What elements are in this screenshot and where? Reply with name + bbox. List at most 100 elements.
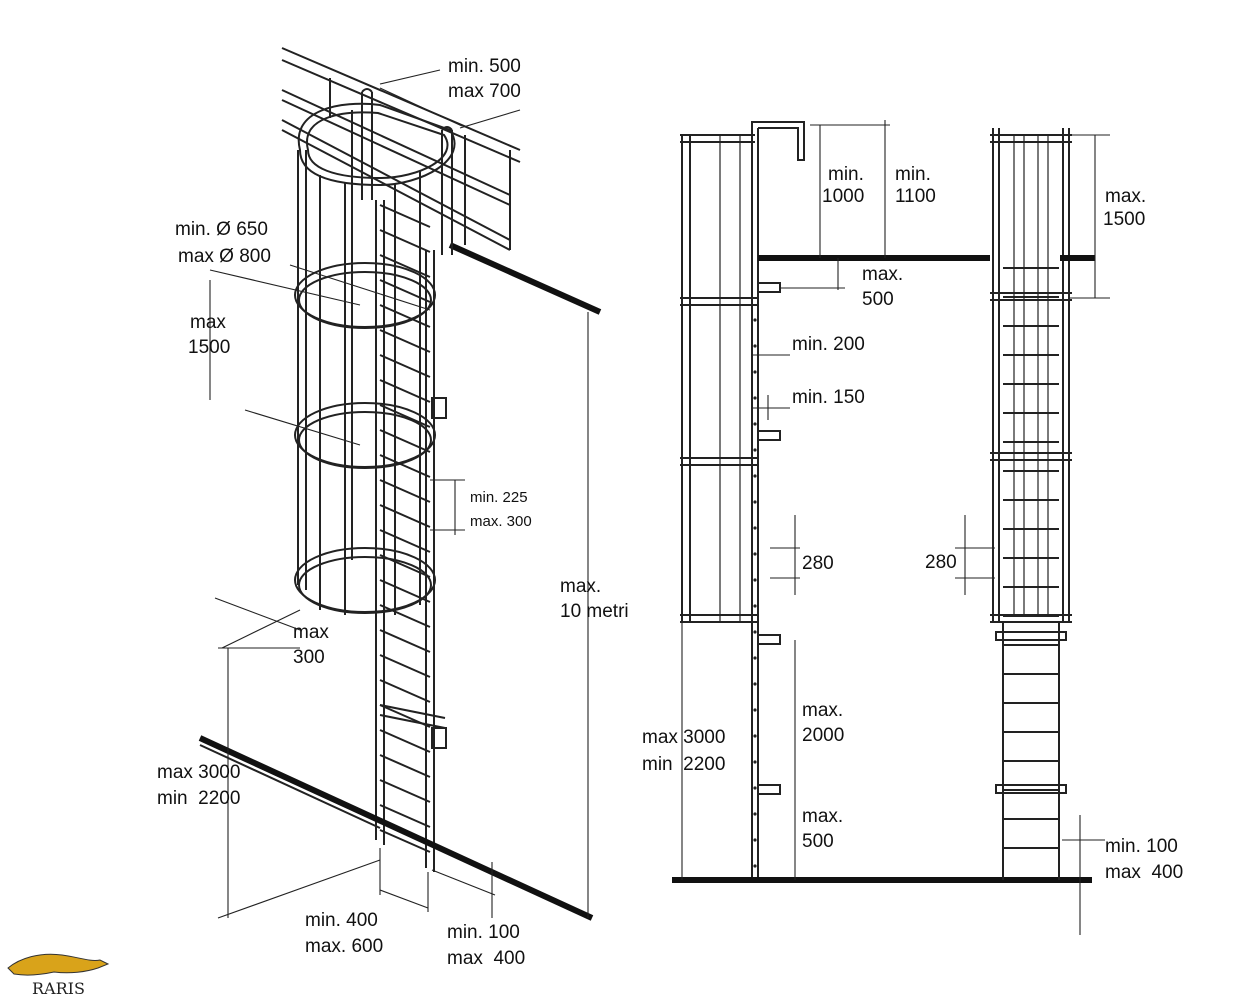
label-wall-distance-max: max 400 <box>447 948 525 969</box>
wall-brackets <box>379 397 447 749</box>
rung-dot <box>753 630 757 634</box>
front-dimensions <box>955 134 1110 935</box>
label-hoop-spacing-2: 1500 <box>188 337 230 358</box>
label-top-width-min: min. 500 <box>448 56 521 77</box>
side-view: min. 1000 min. 1100 max. 500 min. 200 mi… <box>642 120 1092 883</box>
label-diameter-max: max Ø 800 <box>178 246 271 267</box>
label-extension-min-1: min. <box>828 164 864 185</box>
label-bracket-spacing-1: max. <box>802 700 843 721</box>
side-cage <box>680 134 758 623</box>
ladder-rung <box>379 379 431 403</box>
ladder-rung <box>379 479 431 503</box>
cage-hoops <box>294 102 456 614</box>
rung-dot <box>753 552 757 556</box>
rung-dot <box>753 838 757 842</box>
front-view: max. 1500 280 min. 100 max 400 <box>925 128 1183 935</box>
ladder-rungs <box>379 204 431 853</box>
ladder-rung <box>379 229 431 253</box>
isometric-view: min. 500 max 700 min. Ø 650 max Ø 800 ma… <box>157 47 629 969</box>
label-extension-max-1: min. <box>895 164 931 185</box>
label-top-width-max: max 700 <box>448 81 521 102</box>
label-hoop-spacing-1: max <box>190 312 226 333</box>
rung-dot <box>753 344 757 348</box>
ladder-rung <box>379 454 431 478</box>
label-bracket-bottom-1: max. <box>802 806 843 827</box>
ladder-rung <box>379 304 431 328</box>
label-bracket-top-1: max. <box>862 264 903 285</box>
side-dimensions <box>681 120 890 880</box>
dimension-lines <box>209 69 589 919</box>
ladder-rung <box>379 804 431 828</box>
rung-dot <box>753 682 757 686</box>
cage-bars <box>297 110 421 615</box>
rung-dot <box>753 318 757 322</box>
side-rung-dots <box>753 318 757 868</box>
front-cage <box>990 128 1072 623</box>
label-cage-offset-1: max <box>293 622 329 643</box>
side-brackets <box>757 282 781 795</box>
ladder-rung <box>379 554 431 578</box>
label-top-extension-1: max. <box>1105 186 1146 207</box>
label-ladder-width-max: max. 600 <box>305 936 383 957</box>
label-front-wall-max: max 400 <box>1105 862 1183 883</box>
label-total-height-1: max. <box>560 576 601 597</box>
label-front-wall-min: min. 100 <box>1105 836 1178 857</box>
label-extension-min-2: 1000 <box>822 186 864 207</box>
ladder-rung <box>379 429 431 453</box>
ladder-rung <box>379 754 431 778</box>
rung-dot <box>753 812 757 816</box>
label-bracket-spacing-2: 2000 <box>802 725 844 746</box>
label-side-cage-start-max: max 3000 <box>642 727 725 748</box>
raris-logo: RARIS <box>7 953 110 998</box>
label-bracket-top-2: 500 <box>862 289 894 310</box>
label-cage-start-min: min 2200 <box>157 788 240 809</box>
ladder-rung <box>379 504 431 528</box>
rung-dot <box>753 656 757 660</box>
label-rung-spacing-min: min. 225 <box>470 489 528 506</box>
side-stiles <box>751 121 805 880</box>
rung-dot <box>753 708 757 712</box>
rung-dot <box>753 500 757 504</box>
label-bracket-bottom-2: 500 <box>802 831 834 852</box>
rung-dot <box>753 370 757 374</box>
ladder-rung <box>379 729 431 753</box>
rung-dot <box>753 448 757 452</box>
label-rung-spacing-max: max. 300 <box>470 513 532 530</box>
label-cage-start-max: max 3000 <box>157 762 240 783</box>
label-wall-distance-min: min. 100 <box>447 922 520 943</box>
rung-dot <box>753 786 757 790</box>
rung-dot <box>753 604 757 608</box>
label-top-extension-2: 1500 <box>1103 209 1145 230</box>
ladder-rung <box>379 604 431 628</box>
floor-line <box>198 735 594 921</box>
ladder-rung <box>379 679 431 703</box>
label-cage-offset-2: 300 <box>293 647 325 668</box>
ladder-rung <box>379 329 431 353</box>
side-labels: min. 1000 min. 1100 max. 500 min. 200 mi… <box>642 164 936 852</box>
label-offset-150: min. 150 <box>792 387 865 408</box>
logo-text: RARIS <box>32 979 85 998</box>
top-handrail <box>361 88 453 255</box>
label-front-280: 280 <box>925 552 957 573</box>
front-labels: max. 1500 280 min. 100 max 400 <box>925 186 1183 883</box>
rung-dot <box>753 864 757 868</box>
ladder-rung <box>379 829 431 853</box>
label-side-cage-start-min: min 2200 <box>642 754 725 775</box>
label-total-height-2: 10 metri <box>560 601 629 622</box>
rung-dot <box>753 578 757 582</box>
label-ladder-width-min: min. 400 <box>305 910 378 931</box>
ladder-rung <box>379 629 431 653</box>
rung-dot <box>753 474 757 478</box>
isometric-labels: min. 500 max 700 min. Ø 650 max Ø 800 ma… <box>157 56 629 969</box>
ladder-rung <box>379 404 431 428</box>
ladder-rung <box>379 354 431 378</box>
ladder-rung <box>379 579 431 603</box>
ladder-rung <box>379 279 431 303</box>
ladder-rung <box>379 204 431 228</box>
ladder-rung <box>379 779 431 803</box>
label-diameter-min: min. Ø 650 <box>175 219 268 240</box>
ladder-rung <box>379 529 431 553</box>
ladder-rung <box>379 654 431 678</box>
rung-dot <box>753 396 757 400</box>
